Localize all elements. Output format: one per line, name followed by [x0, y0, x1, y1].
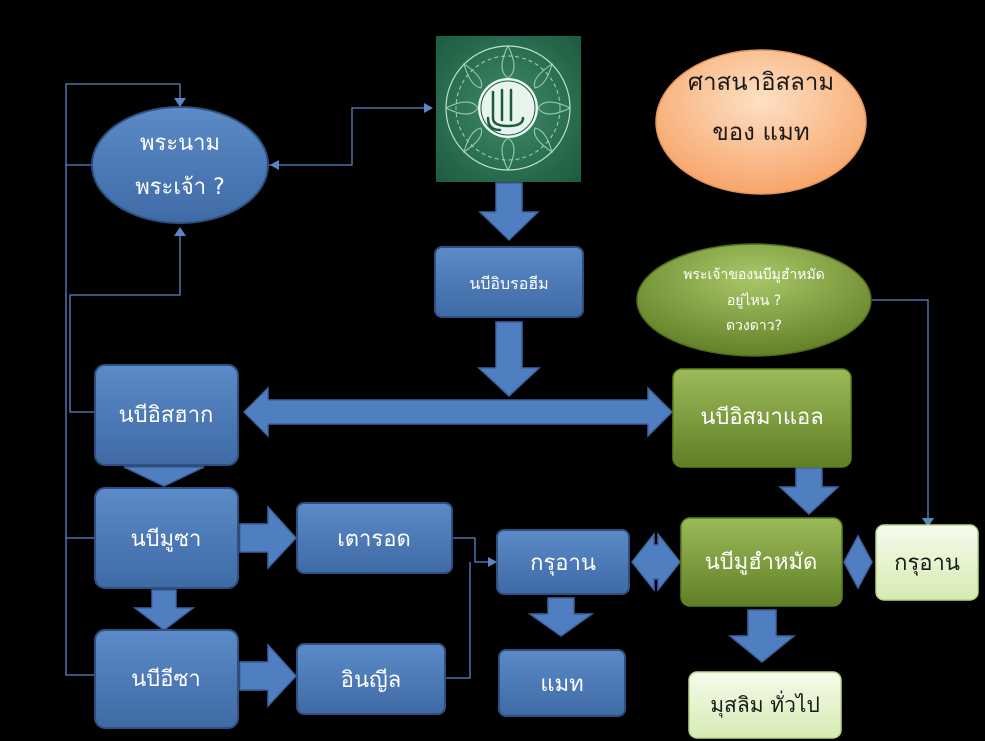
arrow-ishaq-to-musa	[123, 466, 205, 487]
node-matt: แมท	[498, 649, 626, 717]
arrow-muhammad-to-muslims	[727, 609, 797, 663]
arrow-ibrahim-to-split	[477, 321, 541, 398]
god-name-line1: พระนาม	[140, 131, 220, 156]
arrow-quran-muhammad	[631, 531, 681, 593]
question-line1: พระเจ้าของนบีมูฮำหมัด	[683, 267, 825, 283]
node-matt-label: แมท	[540, 672, 583, 697]
arrow-musa-to-torah	[239, 505, 298, 570]
title-bubble: ศาสนาอิสลาม ของ แมท	[655, 49, 867, 195]
connector-lines	[65, 83, 929, 679]
node-quran-center-label: กรุอาน	[530, 551, 596, 576]
node-muslims-label: มุสลิม ทั่วไป	[710, 690, 820, 718]
node-injil-label: อินญีล	[341, 668, 401, 693]
connector-arrowheads	[174, 98, 934, 567]
node-injil: อินญีล	[296, 643, 446, 715]
arrow-muhammad-quran-right	[843, 534, 873, 590]
node-muslims: มุสลิม ทั่วไป	[688, 671, 842, 739]
god-name-line2: พระเจ้า ?	[135, 175, 225, 200]
allah-calligraphy-icon	[436, 36, 581, 182]
node-ismail: นบีอิสมาแอล	[672, 368, 852, 468]
node-torah: เตารอด	[296, 502, 453, 574]
arrow-tile-to-ibrahim	[478, 182, 540, 242]
node-isa-label: นบีอีซา	[131, 667, 201, 692]
arrow-quran-to-matt	[527, 597, 595, 637]
arrow-isa-to-injil	[239, 643, 298, 708]
node-ibrahim-label: นบีอิบรอฮีม	[469, 274, 548, 293]
title-line2: ของ แมท	[712, 118, 809, 146]
node-muhammad: นบีมูฮำหมัด	[680, 517, 843, 607]
node-quran-right-label: กรุอาน	[894, 551, 960, 576]
question-line3: ดวงดาว?	[726, 318, 782, 334]
question-line2: อยู่ไหน ?	[727, 292, 781, 309]
node-ismail-label: นบีอิสมาแอล	[700, 405, 823, 430]
node-muhammad-label: นบีมูฮำหมัด	[705, 550, 818, 575]
title-line1: ศาสนาอิสลาม	[688, 68, 834, 96]
node-musa-label: นบีมูซา	[131, 527, 202, 552]
node-ishaq-label: นบีอิสฮาก	[119, 403, 214, 428]
node-quran-center: กรุอาน	[496, 529, 630, 595]
node-isa: นบีอีซา	[94, 629, 239, 729]
node-musa: นบีมูซา	[94, 487, 239, 589]
block-arrows	[123, 182, 873, 708]
node-quran-right: กรุอาน	[875, 524, 979, 601]
arrow-musa-to-isa	[132, 589, 196, 631]
node-ibrahim: นบีอิบรอฮีม	[434, 246, 584, 318]
arrow-ismail-to-muhammad	[778, 467, 840, 516]
node-ishaq: นบีอิสฮาก	[94, 364, 239, 466]
question-bubble: พระเจ้าของนบีมูฮำหมัด อยู่ไหน ? ดวงดาว?	[636, 243, 872, 357]
god-name-ellipse: พระนาม พระเจ้า ?	[91, 106, 269, 224]
node-torah-label: เตารอด	[337, 527, 410, 552]
arrow-ishaq-ismail	[242, 386, 674, 438]
